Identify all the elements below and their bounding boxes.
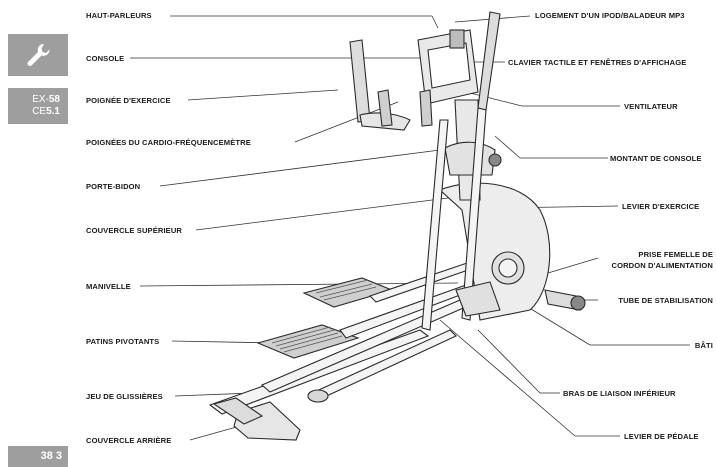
label-clavier-tactile: CLAVIER TACTILE ET FENÊTRES D'AFFICHAGE <box>508 58 687 67</box>
label-logement-ipod: LOGEMENT D'UN IPOD/BALADEUR MP3 <box>535 11 685 20</box>
label-haut-parleurs: HAUT-PARLEURS <box>86 11 152 20</box>
label-bras-liaison: BRAS DE LIAISON INFÉRIEUR <box>563 389 676 398</box>
label-tube-stabilisation: TUBE DE STABILISATION <box>618 296 713 305</box>
label-couvercle-arriere: COUVERCLE ARRIÈRE <box>86 436 172 445</box>
page-number: 38 3 <box>8 446 68 467</box>
label-poignee-exercice: POIGNÉE D'EXERCICE <box>86 96 171 105</box>
label-cordon-alimentation: CORDON D'ALIMENTATION <box>611 261 713 270</box>
label-prise-femelle: PRISE FEMELLE DE <box>638 250 713 259</box>
label-montant-console: MONTANT DE CONSOLE <box>610 154 702 163</box>
model-badge: EX-58 CE5.1 <box>8 88 68 124</box>
label-levier-exercice: LEVIER D'EXERCICE <box>622 202 700 211</box>
label-bati: BÂTI <box>694 341 713 350</box>
label-console: CONSOLE <box>86 54 125 63</box>
label-ventilateur: VENTILATEUR <box>624 102 678 111</box>
wrench-icon <box>27 43 50 66</box>
label-porte-bidon: PORTE-BIDON <box>86 182 141 191</box>
label-manivelle: MANIVELLE <box>86 282 131 291</box>
label-levier-pedale: LEVIER DE PÉDALE <box>624 432 699 441</box>
label-couvercle-superieur: COUVERCLE SUPÉRIEUR <box>86 226 182 235</box>
label-poignees-cardio: POIGNÉES DU CARDIO-FRÉQUENCEMÈTRE <box>86 138 251 147</box>
sidebar-wrench-tab <box>8 34 68 76</box>
label-jeu-glissieres: JEU DE GLISSIÈRES <box>86 392 163 401</box>
label-patins-pivotants: PATINS PIVOTANTS <box>86 337 160 346</box>
machine-outline <box>208 11 586 441</box>
leader-lines <box>130 15 690 441</box>
